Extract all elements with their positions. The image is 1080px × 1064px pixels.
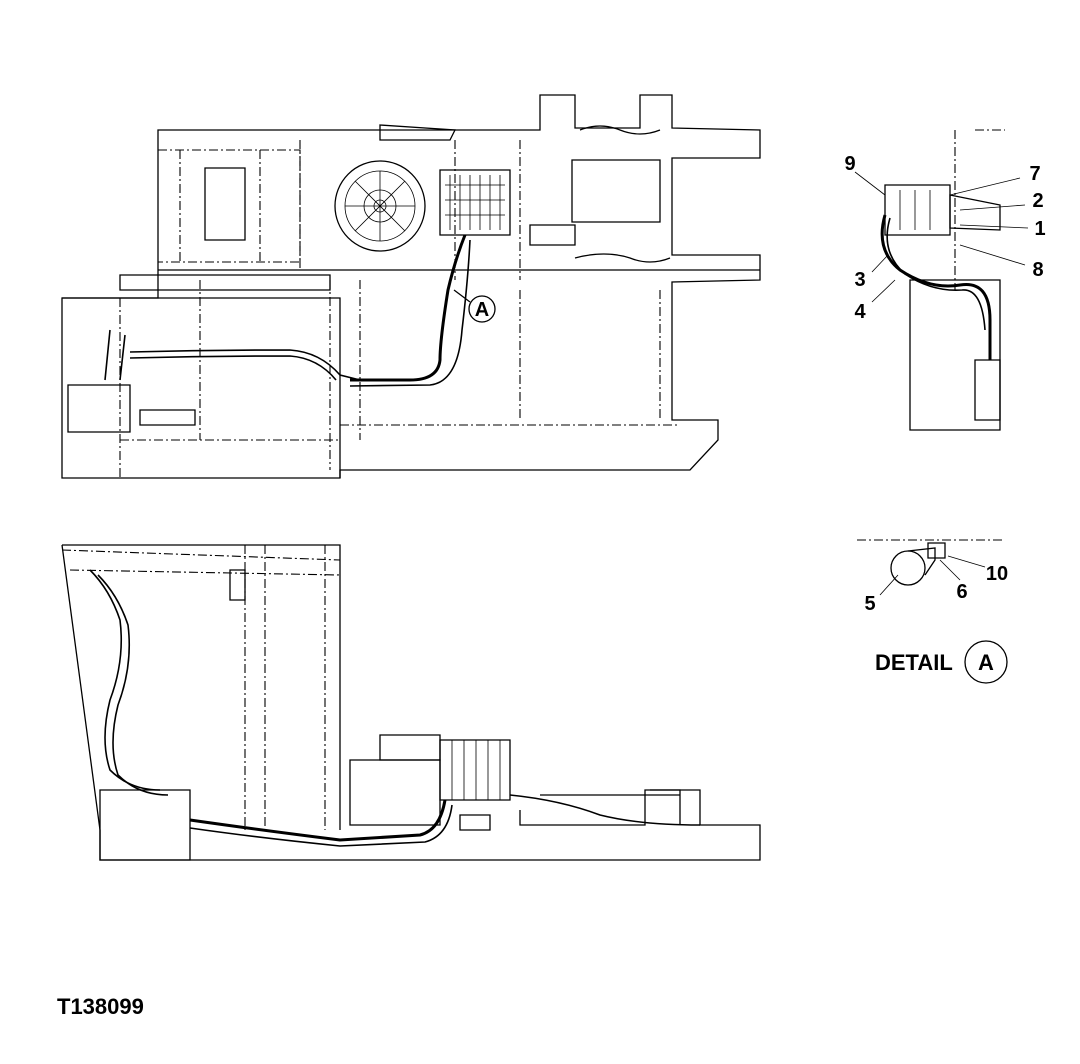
detail-a-marker-circle	[468, 295, 496, 323]
callout-7: 7	[1029, 163, 1040, 185]
figure-id: T138099	[57, 994, 144, 1019]
side-view	[61, 544, 761, 861]
callout-4: 4	[854, 301, 866, 323]
callout-2: 2	[1032, 190, 1043, 212]
detail-a-marker: A	[475, 299, 489, 321]
callout-1: 1	[1034, 218, 1045, 240]
top-view: A	[61, 94, 761, 479]
callout-9: 9	[844, 153, 855, 175]
detail-label-word: DETAIL	[875, 650, 953, 675]
callout-8: 8	[1032, 259, 1043, 281]
callout-3: 3	[854, 269, 865, 291]
callout-6: 6	[956, 581, 967, 603]
detail-a-view: 9 7 2 1 8 3 4	[844, 129, 1046, 431]
callout-5: 5	[864, 593, 875, 615]
callout-10: 10	[986, 563, 1008, 585]
detail-clamp-view: 5 6 10 DETAIL A	[857, 539, 1008, 684]
detail-label-letter: A	[978, 650, 994, 675]
